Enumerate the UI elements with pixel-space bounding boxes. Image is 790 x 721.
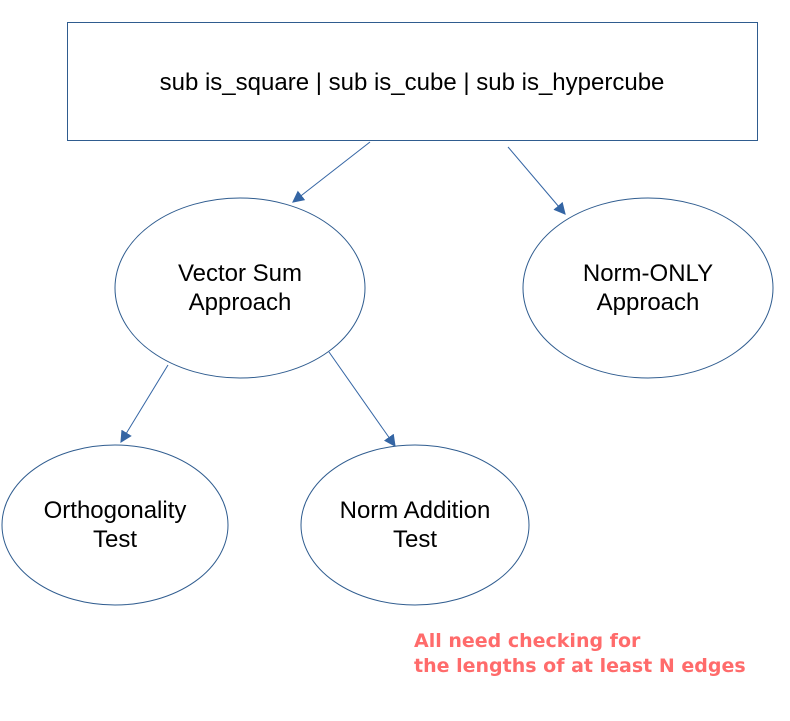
vector-sum-label-line1: Vector Sum (178, 260, 302, 287)
norm-addition-node: Norm Addition Test (300, 444, 530, 606)
vector-sum-label-line2: Approach (189, 289, 292, 316)
vector-sum-ellipse (114, 197, 366, 379)
orthogonality-node: Orthogonality Test (1, 444, 229, 606)
root-node-box (67, 22, 758, 141)
arrow-vector-sum-to-norm-addition (328, 351, 396, 447)
edge-length-note: All need checking for the lengths of at … (414, 629, 746, 679)
norm-only-node: Norm-ONLY Approach (522, 197, 774, 379)
norm-addition-label-line2: Test (393, 526, 437, 553)
norm-only-label-line1: Norm-ONLY (583, 260, 713, 287)
orthogonality-ellipse (1, 444, 229, 606)
norm-addition-ellipse (300, 444, 530, 606)
arrow-root-to-vector-sum (292, 141, 371, 203)
arrow-root-to-norm-only (507, 146, 566, 215)
norm-addition-label-line1: Norm Addition (340, 497, 491, 524)
orthogonality-label-line1: Orthogonality (44, 497, 187, 524)
edge-length-note-line1: All need checking for (414, 630, 641, 652)
root-node: sub is_square | sub is_cube | sub is_hyp… (67, 22, 758, 141)
orthogonality-label-line2: Test (93, 526, 137, 553)
edge-length-note-line2: the lengths of at least N edges (414, 655, 746, 677)
norm-only-label-line2: Approach (597, 289, 700, 316)
arrow-vector-sum-to-orthogonality (120, 364, 169, 444)
norm-only-ellipse (522, 197, 774, 379)
root-node-label: sub is_square | sub is_cube | sub is_hyp… (160, 69, 665, 96)
vector-sum-node: Vector Sum Approach (114, 197, 366, 379)
